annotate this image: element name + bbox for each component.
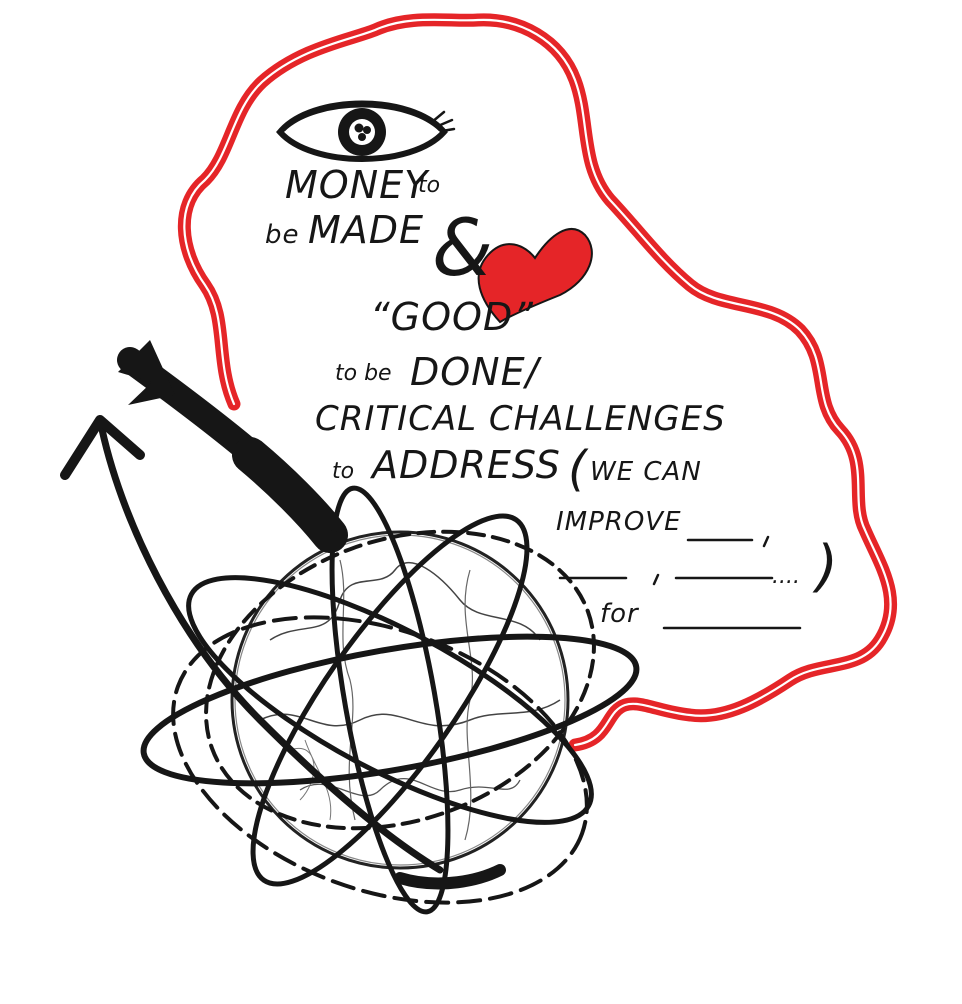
text-to-be: to be	[335, 361, 392, 386]
orbit-icon	[140, 485, 640, 915]
red-cloud-outline	[177, 13, 898, 752]
text-to-2: to	[332, 459, 354, 484]
comma-1	[762, 535, 770, 548]
text-for: for	[600, 599, 640, 629]
text-be: be	[265, 220, 300, 250]
text-we-can: WE CAN	[590, 457, 702, 487]
text-good: “GOOD”	[370, 295, 534, 339]
eye-icon	[276, 100, 456, 162]
text-paren-open: (	[568, 441, 589, 497]
text-improve: IMPROVE	[556, 507, 682, 537]
heart-icon	[477, 228, 593, 324]
text-critical-challenges: CRITICAL CHALLENGES	[315, 399, 726, 439]
text-address: ADDRESS	[369, 443, 561, 487]
arrow-icon	[60, 340, 444, 874]
text-ellipsis: ....	[772, 564, 800, 589]
text-to-1: to	[418, 173, 440, 198]
text-made: MADE	[308, 208, 424, 252]
text-ampersand: &	[432, 204, 493, 294]
comma-2	[652, 573, 660, 586]
text-paren-close: )	[812, 534, 838, 599]
text-done: DONE/	[410, 350, 543, 394]
handwritten-text: MONEY to be MADE & “GOOD” to be DONE/ CR…	[265, 163, 838, 630]
text-money: MONEY	[285, 163, 430, 207]
